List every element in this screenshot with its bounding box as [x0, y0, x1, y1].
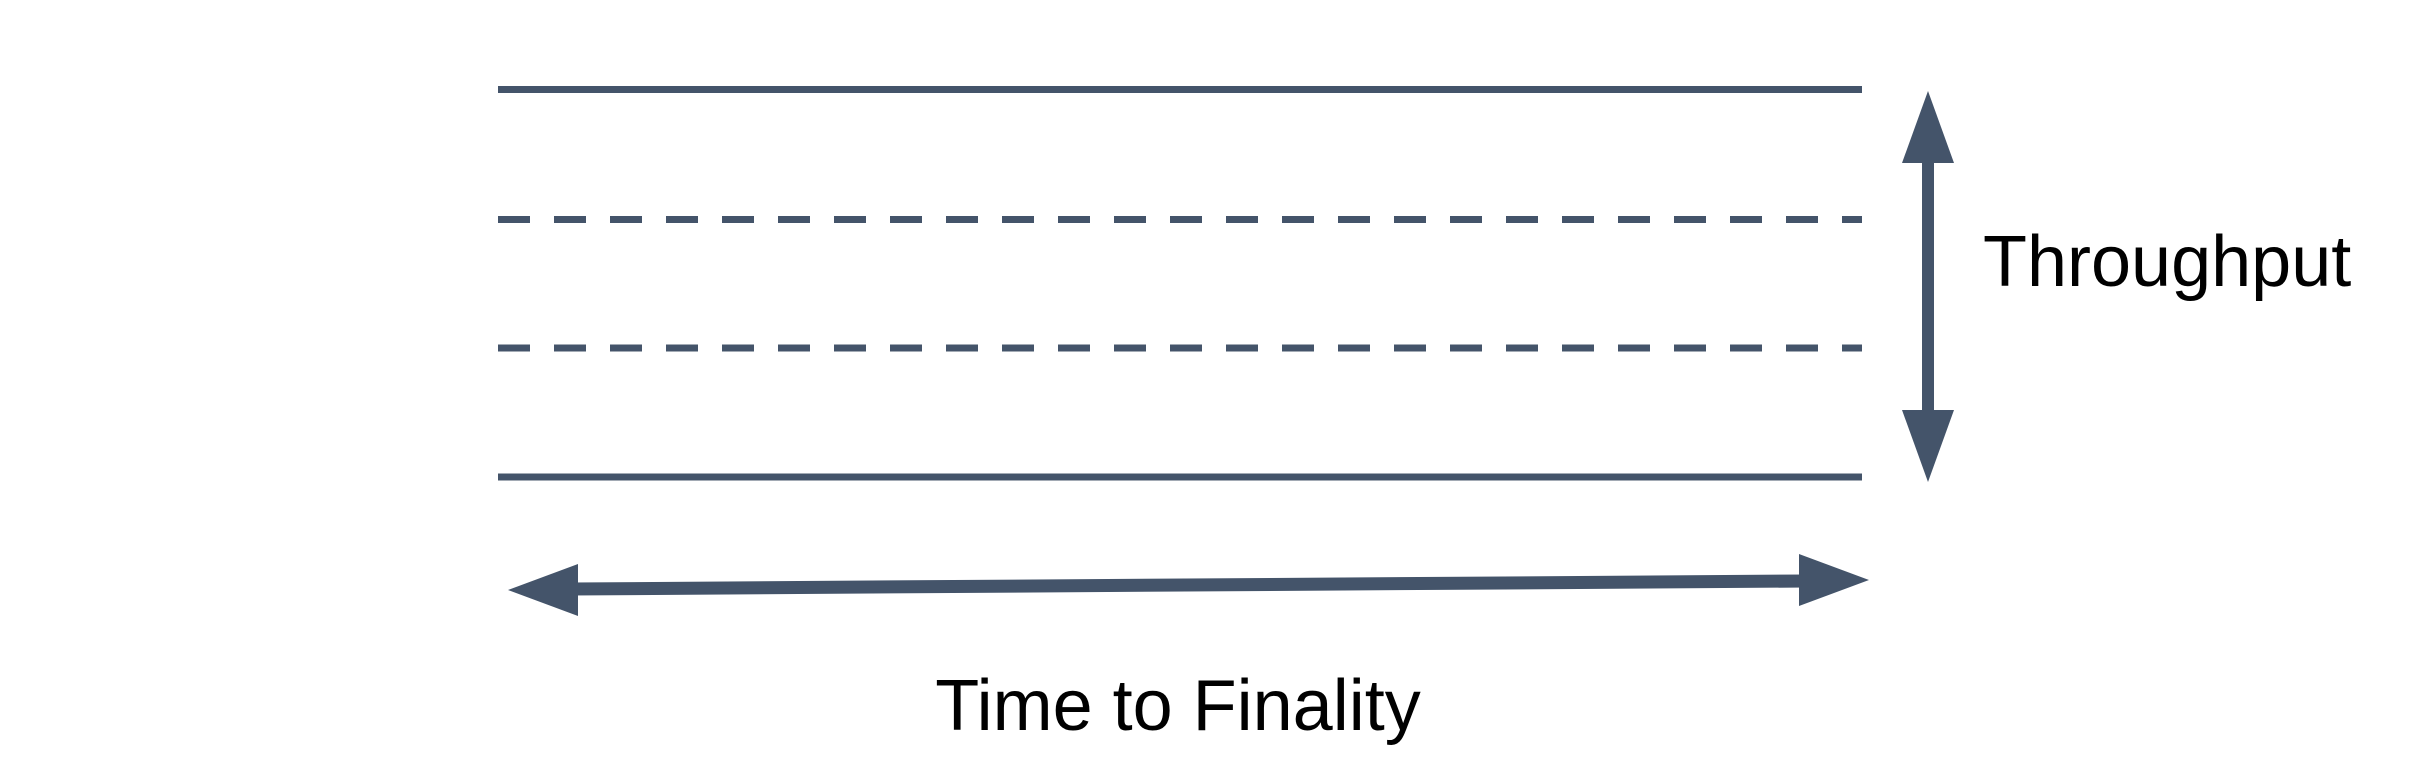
throughput-label: Throughput — [1983, 222, 2351, 302]
horizontal-double-arrow — [508, 554, 1869, 616]
time-to-finality-label: Time to Finality — [935, 666, 1420, 746]
vertical-double-arrow — [1902, 91, 1954, 482]
band-lines — [498, 86, 1862, 481]
arrowhead-right-icon — [1799, 554, 1869, 606]
arrowhead-up-icon — [1902, 91, 1954, 163]
arrowhead-down-icon — [1902, 410, 1954, 482]
horizontal-arrow-shaft — [569, 574, 1808, 596]
arrowhead-left-icon — [508, 564, 578, 616]
